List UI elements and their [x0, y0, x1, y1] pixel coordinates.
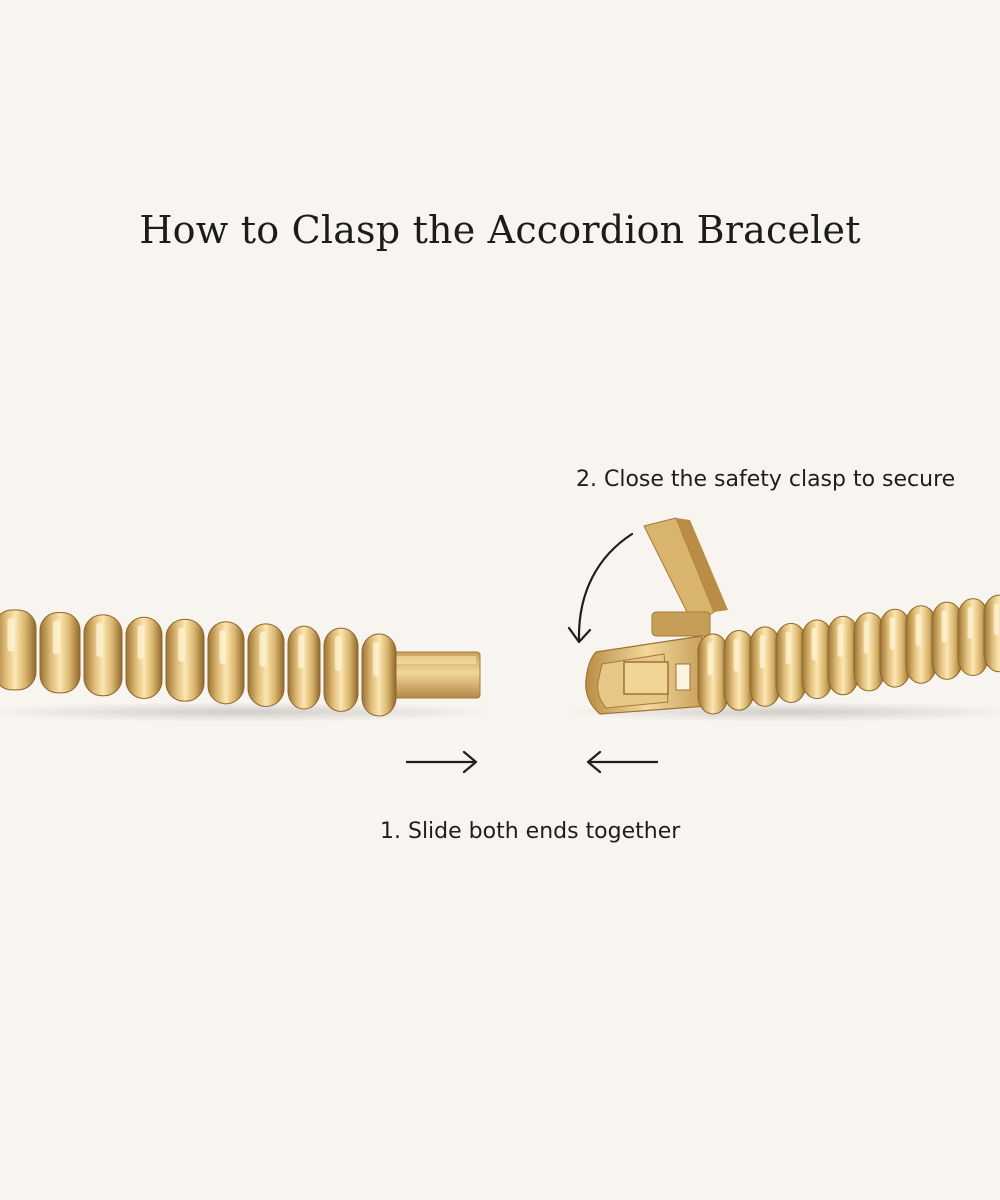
bracelet-link	[361, 633, 397, 717]
right-arrow-icon	[406, 750, 478, 774]
bracelet-link	[0, 609, 37, 691]
bracelet-link	[247, 623, 285, 707]
bracelet-link	[697, 633, 729, 715]
bracelet-link	[207, 621, 245, 705]
bracelet-link	[83, 614, 123, 697]
step-1-caption: 1. Slide both ends together	[380, 819, 681, 844]
left-tongue-plate	[387, 651, 481, 699]
left-strand-shadow	[0, 702, 500, 722]
bracelet-link	[723, 629, 755, 711]
bracelet-link	[287, 625, 321, 710]
bracelet-link	[323, 627, 359, 712]
safety-latch	[643, 517, 728, 637]
left-arrow-icon	[586, 750, 658, 774]
bracelet-link	[165, 618, 205, 702]
right-bracelet-strand	[697, 594, 1000, 715]
bracelet-link	[39, 611, 81, 694]
box-clasp	[585, 635, 709, 715]
bracelet-link	[931, 601, 963, 680]
bracelet-link	[853, 612, 885, 692]
left-bracelet-strand	[0, 609, 397, 717]
step-2-caption: 2. Close the safety clasp to secure	[576, 467, 956, 492]
page-title: How to Clasp the Accordion Bracelet	[139, 208, 861, 252]
bracelet-link	[125, 616, 163, 700]
bracelet-link	[801, 619, 833, 700]
curved-arrow-icon	[567, 532, 634, 644]
bracelet-link	[983, 594, 1000, 673]
